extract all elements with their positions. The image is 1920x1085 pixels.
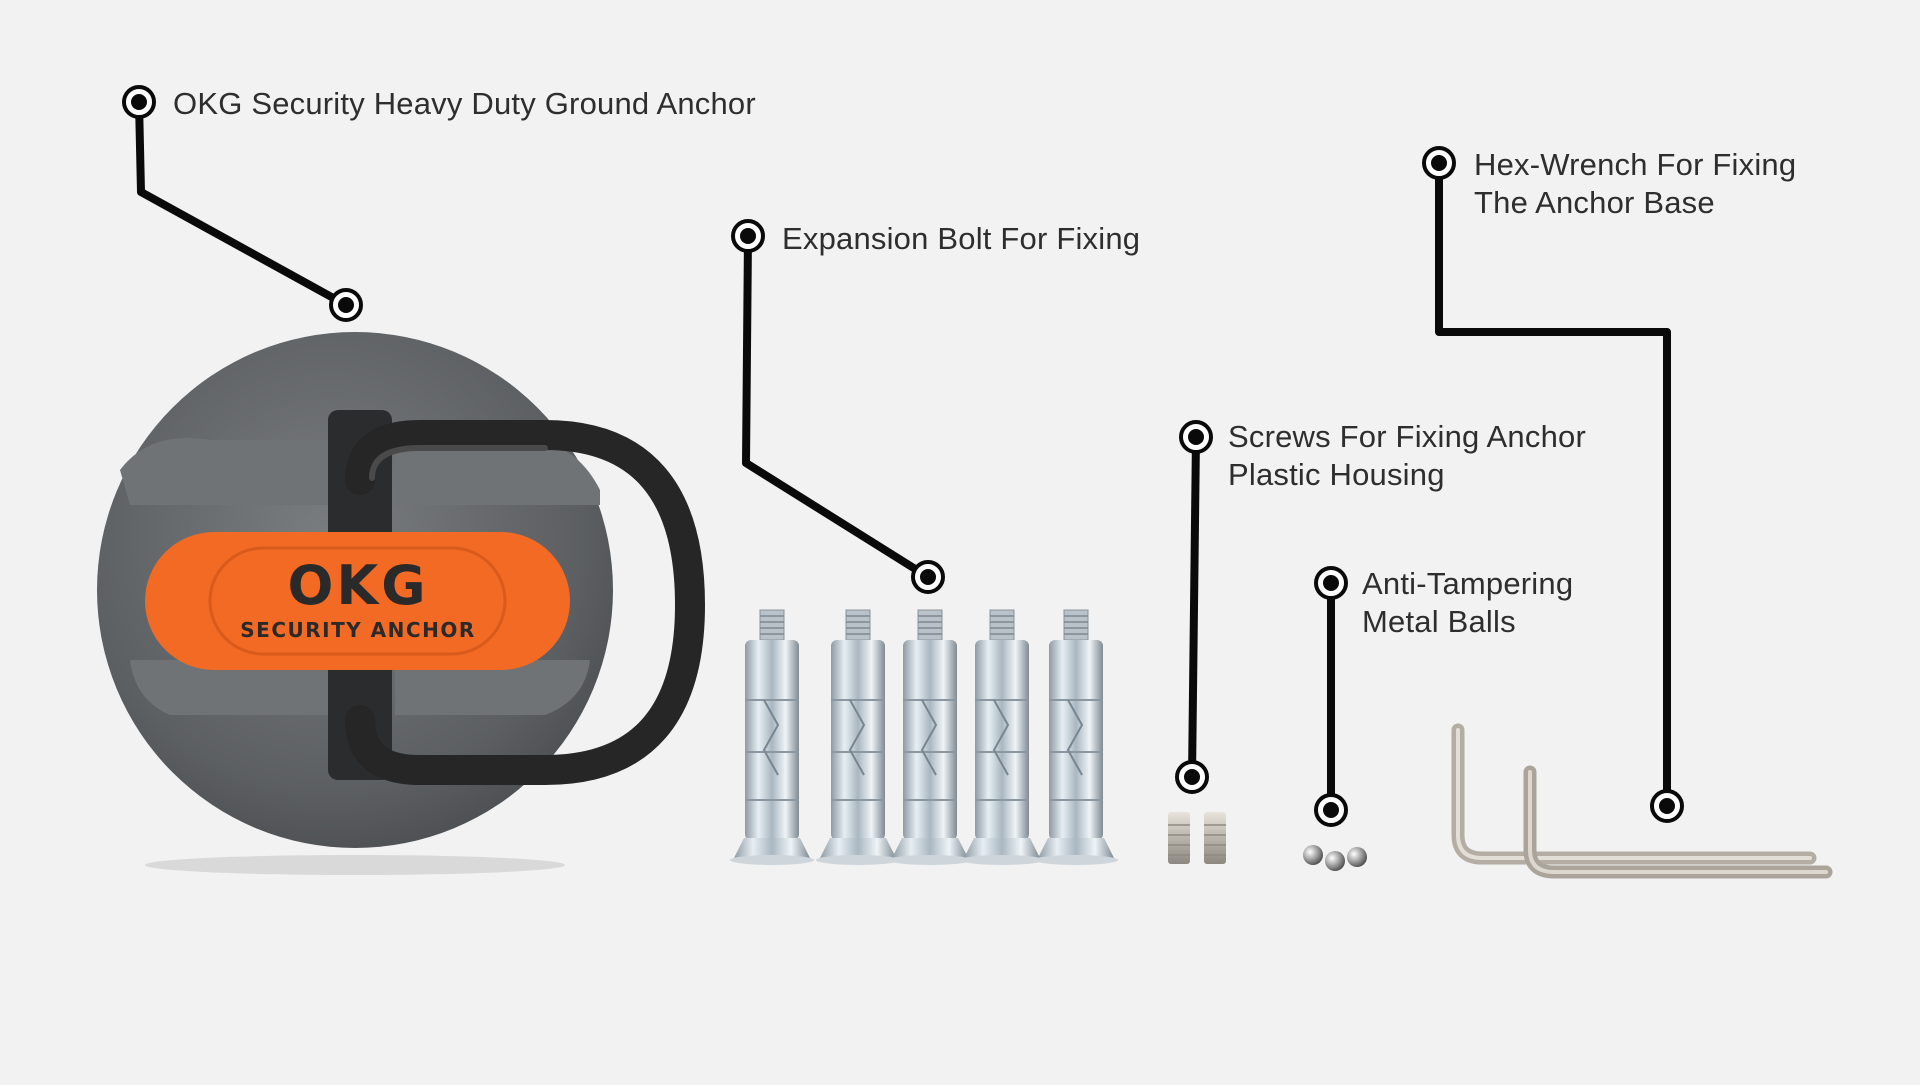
callout-dots bbox=[122, 85, 1684, 827]
callout-dot-balls-item bbox=[1314, 793, 1348, 827]
callout-label-wrench-line1: Hex-Wrench For Fixing bbox=[1474, 147, 1797, 182]
metal-ball bbox=[1303, 845, 1323, 865]
callout-dot-wrench-item bbox=[1650, 789, 1684, 823]
metal-balls-illustration bbox=[1303, 845, 1367, 871]
anchor-shoulder-right bbox=[395, 440, 600, 505]
callout-dot-anchor-label bbox=[122, 85, 156, 119]
leader-line-bolt bbox=[742, 235, 931, 581]
housing-screw bbox=[1204, 812, 1226, 864]
hex-wrench-large bbox=[1451, 723, 1817, 865]
callout-dot-screws-label bbox=[1179, 420, 1213, 454]
housing-screws-illustration bbox=[1168, 812, 1226, 864]
callout-label-screws-line1: Screws For Fixing Anchor bbox=[1228, 419, 1586, 454]
callout-dot-balls-label bbox=[1314, 566, 1348, 600]
ground-anchor-illustration: OKG SECURITY ANCHOR bbox=[97, 332, 706, 875]
housing-screw bbox=[1168, 812, 1190, 864]
expansion-bolts-illustration bbox=[730, 609, 1118, 865]
expansion-bolt bbox=[730, 609, 814, 865]
anchor-shackle-highlight bbox=[369, 445, 548, 481]
callout-label-anchor-line1: OKG Security Heavy Duty Ground Anchor bbox=[173, 86, 756, 121]
callout-label-balls-line1: Anti-Tampering bbox=[1362, 566, 1574, 601]
leader-lines bbox=[135, 101, 1671, 810]
callout-dot-wrench-label bbox=[1422, 146, 1456, 180]
callout-label-anchor: OKG Security Heavy Duty Ground Anchor bbox=[173, 85, 756, 123]
callout-label-wrench-line2: The Anchor Base bbox=[1474, 185, 1715, 220]
anchor-badge-brand: OKG bbox=[287, 554, 428, 617]
anchor-lower-right bbox=[395, 660, 590, 715]
expansion-bolt bbox=[1034, 609, 1118, 865]
callout-label-wrench: Hex-Wrench For Fixing The Anchor Base bbox=[1474, 146, 1796, 222]
callout-dot-anchor-item bbox=[329, 288, 363, 322]
leader-line-screws bbox=[1188, 436, 1200, 778]
anchor-shoulder-left bbox=[120, 438, 330, 505]
callout-label-balls-line2: Metal Balls bbox=[1362, 604, 1516, 639]
expansion-bolt bbox=[888, 609, 972, 865]
anchor-lower-left bbox=[130, 660, 330, 715]
hex-wrenches-illustration bbox=[1451, 723, 1833, 879]
anchor-shackle bbox=[345, 420, 706, 785]
leader-line-wrench bbox=[1435, 163, 1671, 806]
expansion-bolt bbox=[960, 609, 1044, 865]
expansion-bolt bbox=[816, 609, 900, 865]
anchor-shadow bbox=[145, 855, 565, 875]
callout-label-bolt: Expansion Bolt For Fixing bbox=[782, 220, 1140, 258]
metal-ball bbox=[1325, 851, 1345, 871]
anchor-badge-inner-ring bbox=[208, 546, 507, 656]
leader-line-anchor bbox=[135, 101, 348, 309]
callout-dot-screws-item bbox=[1175, 760, 1209, 794]
callout-dot-bolt-item bbox=[911, 560, 945, 594]
callout-label-bolt-line1: Expansion Bolt For Fixing bbox=[782, 221, 1141, 256]
callout-label-balls: Anti-Tampering Metal Balls bbox=[1362, 565, 1573, 641]
anchor-badge bbox=[145, 532, 570, 670]
metal-ball bbox=[1347, 847, 1367, 867]
callout-label-screws: Screws For Fixing Anchor Plastic Housing bbox=[1228, 418, 1586, 494]
anchor-badge-subtitle: SECURITY ANCHOR bbox=[240, 618, 475, 642]
callout-dot-bolt-label bbox=[731, 219, 765, 253]
callout-label-screws-line2: Plastic Housing bbox=[1228, 457, 1445, 492]
